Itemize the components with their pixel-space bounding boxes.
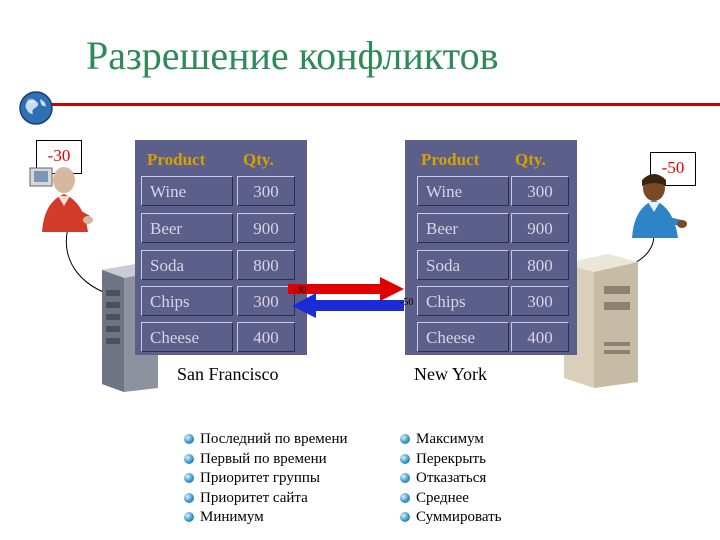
qty-cell: 900 <box>511 213 569 243</box>
product-cell: Beer <box>141 213 233 243</box>
new-york-label: New York <box>414 364 488 384</box>
bullet-icon <box>184 512 194 522</box>
replication-arrows <box>288 277 404 318</box>
right-server-icon <box>564 254 638 388</box>
bullet-icon <box>184 473 194 483</box>
list-item: Максимум <box>400 430 502 450</box>
bullet-icon <box>184 434 194 444</box>
left-arrow-label: -30 <box>293 285 307 296</box>
qty-cell: 300 <box>511 176 569 206</box>
list-item: Среднее <box>400 489 502 509</box>
page-title: Разрешение конфликтов <box>86 33 499 78</box>
product-cell: Cheese <box>417 322 509 352</box>
qty-cell: 800 <box>511 250 569 280</box>
left-conflict-badge: -30 <box>36 140 82 174</box>
qty-column-header: Qty. <box>515 150 546 169</box>
list-item: Приоритет группы <box>184 469 348 489</box>
product-cell: Cheese <box>141 322 233 352</box>
qty-cell: 300 <box>237 286 295 316</box>
bullet-icon <box>184 492 194 503</box>
product-column-header: Product <box>421 150 480 169</box>
globe-icon <box>19 91 53 125</box>
qty-cell: 800 <box>237 250 295 280</box>
product-column-header: Product <box>147 150 206 169</box>
qty-column-header: Qty. <box>243 150 274 169</box>
left-user-person-icon <box>29 167 93 232</box>
bullet-icon <box>400 453 410 464</box>
qty-cell: 300 <box>237 176 295 206</box>
san-francisco-label: San Francisco <box>177 364 279 384</box>
product-cell: Soda <box>141 250 233 280</box>
list-item: Суммировать <box>400 508 502 528</box>
arrow-right-icon <box>288 277 404 301</box>
bullet-icon <box>400 492 410 503</box>
product-cell: Soda <box>417 250 509 280</box>
bullet-icon <box>184 453 194 464</box>
list-item: Отказаться <box>400 469 502 489</box>
right-user-person-icon <box>632 174 687 238</box>
qty-cell: 400 <box>237 322 295 352</box>
arrow-left-icon <box>292 293 404 318</box>
product-cell: Wine <box>417 176 509 206</box>
list-item: Последний по времени <box>184 430 348 450</box>
bullet-icon <box>400 473 410 483</box>
new-york-table: Product Qty. Wine 300 Beer 900 Soda 800 … <box>405 140 577 355</box>
qty-cell: 300 <box>511 286 569 316</box>
product-cell: Beer <box>417 213 509 243</box>
list-item: Перекрыть <box>400 450 502 470</box>
product-cell: Wine <box>141 176 233 206</box>
list-item: Первый по времени <box>184 450 348 470</box>
title-divider <box>44 103 720 106</box>
resolution-options-left: Последний по времени Первый по времени П… <box>184 430 348 528</box>
san-francisco-table: Product Qty. Wine 300 Beer 900 Soda 800 … <box>135 140 307 355</box>
product-cell: Chips <box>417 286 509 316</box>
list-item: Минимум <box>184 508 348 528</box>
resolution-options-right: Максимум Перекрыть Отказаться Среднее Су… <box>400 430 502 528</box>
right-arrow-label: -50 <box>400 297 414 308</box>
bullet-icon <box>400 434 410 444</box>
qty-cell: 400 <box>511 322 569 352</box>
product-cell: Chips <box>141 286 233 316</box>
bullet-icon <box>400 512 410 522</box>
list-item: Приоритет сайта <box>184 489 348 509</box>
qty-cell: 900 <box>237 213 295 243</box>
